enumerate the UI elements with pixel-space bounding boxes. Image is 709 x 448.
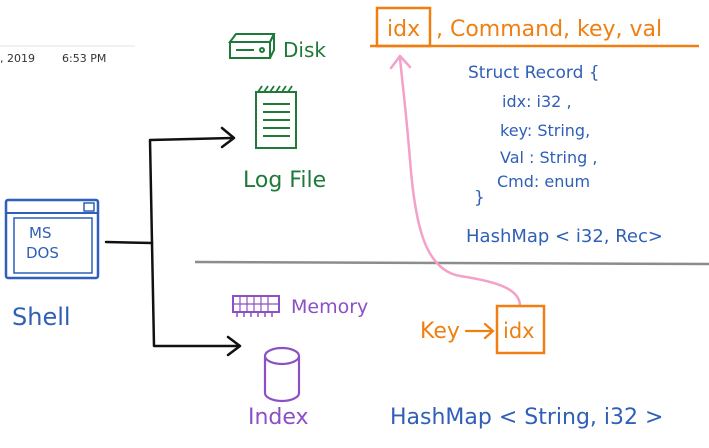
record-struct: Struct Record { idx: i32 , key: String, …: [466, 63, 663, 247]
record-header-rest: , Command, key, val: [436, 17, 662, 42]
log-file-icon: [255, 85, 297, 149]
arrow-head-logfile-icon: [220, 126, 236, 149]
arrow-head-index-icon: [226, 335, 242, 357]
memory-chip-icon: [232, 295, 280, 317]
shell-connector-line: [104, 240, 154, 245]
key-arrow-icon: [464, 322, 495, 340]
shell-screen: [13, 217, 93, 274]
disk-label: Disk: [283, 38, 326, 62]
header-stub: , 2019 6:53 PM: [0, 45, 135, 65]
pointer-curve: [398, 56, 522, 308]
struct-field-idx: idx: i32 ,: [502, 92, 572, 111]
connector-arrows: [104, 126, 242, 357]
struct-close-brace: }: [474, 188, 485, 208]
memory-node: Memory Index: [232, 295, 368, 430]
index-database-icon: [263, 346, 301, 403]
disk-drive-icon: [228, 33, 276, 59]
memory-label: Memory: [291, 296, 368, 318]
shell-node: MS DOS Shell: [4, 198, 100, 331]
shell-window-button-icon: [83, 202, 95, 212]
index-pointer-arrow: [389, 54, 522, 308]
struct-field-key: key: String,: [500, 121, 590, 140]
record-header: idx , Command, key, val: [370, 6, 699, 48]
record-hashmap: HashMap < i32, Rec>: [466, 226, 663, 247]
arrow-to-index: [150, 241, 240, 348]
key-idx-box: [495, 304, 546, 355]
index-hashmap: HashMap < String, i32 >: [390, 405, 663, 430]
struct-line: Struct Record {: [468, 63, 600, 83]
time-text: 6:53 PM: [62, 52, 106, 65]
key-label: Key: [420, 319, 460, 344]
shell-window-icon: [4, 198, 100, 280]
arrow-to-logfile: [148, 136, 234, 245]
shell-screen-line2: DOS: [26, 244, 59, 262]
shell-label: Shell: [12, 303, 71, 331]
key-idx-label: idx: [503, 319, 535, 343]
record-idx-label: idx: [387, 17, 420, 42]
disk-node: Disk Log File: [228, 33, 326, 193]
struct-field-cmd: Cmd: enum: [497, 172, 590, 191]
date-fragment: , 2019: [0, 52, 35, 65]
pointer-arrow-head-icon: [389, 54, 412, 70]
log-file-label: Log File: [243, 168, 326, 193]
key-index-mapping: Key idx HashMap < String, i32 >: [390, 304, 663, 430]
index-label: Index: [248, 405, 309, 430]
struct-field-val: Val : String ,: [500, 148, 597, 167]
disk-memory-divider: [194, 260, 709, 266]
shell-screen-line1: MS: [29, 224, 51, 242]
